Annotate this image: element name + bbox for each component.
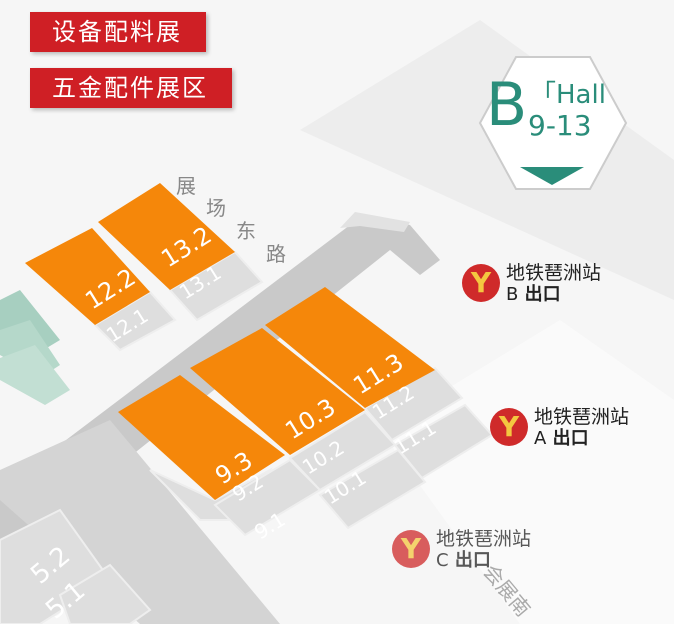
main-road bbox=[0, 215, 440, 560]
hall-10-3[interactable] bbox=[190, 328, 365, 455]
hall-12-2[interactable] bbox=[25, 228, 150, 325]
exit-label: 出口 bbox=[552, 428, 589, 449]
hall-badge: B 「Hall 9-13 bbox=[478, 55, 628, 191]
category-tag: 设备配料展 bbox=[30, 12, 206, 52]
station-name: 地铁琶洲站 bbox=[534, 406, 630, 428]
hall-13-2[interactable] bbox=[98, 183, 235, 290]
hall-title: 「Hall bbox=[530, 80, 606, 110]
metro-exit-b[interactable]: Y 地铁琶洲站 B 出口 bbox=[462, 262, 601, 306]
exit-letter: C bbox=[436, 550, 449, 571]
road-label: 展 bbox=[176, 174, 196, 198]
bg-block bbox=[300, 20, 674, 300]
hall-block bbox=[318, 448, 427, 530]
hall-block bbox=[58, 563, 152, 624]
road-arrow bbox=[340, 212, 410, 232]
hall-block bbox=[93, 290, 177, 352]
metro-logo-icon: Y bbox=[392, 530, 430, 568]
exit-label: 出口 bbox=[524, 284, 561, 305]
exit-label: 出口 bbox=[454, 550, 491, 571]
hall-11-3[interactable] bbox=[265, 287, 435, 408]
hall-range: 9-13 bbox=[528, 109, 592, 142]
metro-logo-icon: Y bbox=[462, 264, 500, 302]
category-tag: 五金配件展区 bbox=[30, 68, 232, 108]
metro-logo-icon: Y bbox=[490, 408, 528, 446]
hexagon-badge bbox=[478, 56, 628, 190]
metro-exit-a[interactable]: Y 地铁琶洲站 A 出口 bbox=[490, 406, 629, 450]
road-branch bbox=[0, 420, 280, 624]
road-label: 场 bbox=[206, 196, 226, 220]
green-block bbox=[0, 345, 70, 405]
metro-exit-c[interactable]: Y 地铁琶洲站 C 出口 bbox=[392, 528, 531, 572]
hall-letter: B bbox=[486, 70, 528, 140]
hall-9-3[interactable] bbox=[118, 375, 285, 500]
road-label: 路 bbox=[266, 242, 286, 266]
road-label: 东 bbox=[236, 219, 256, 243]
exit-letter: B bbox=[506, 284, 519, 305]
station-name: 地铁琶洲站 bbox=[506, 262, 602, 284]
down-arrow-icon bbox=[520, 167, 584, 185]
exit-letter: A bbox=[534, 428, 547, 449]
station-name: 地铁琶洲站 bbox=[436, 528, 532, 550]
